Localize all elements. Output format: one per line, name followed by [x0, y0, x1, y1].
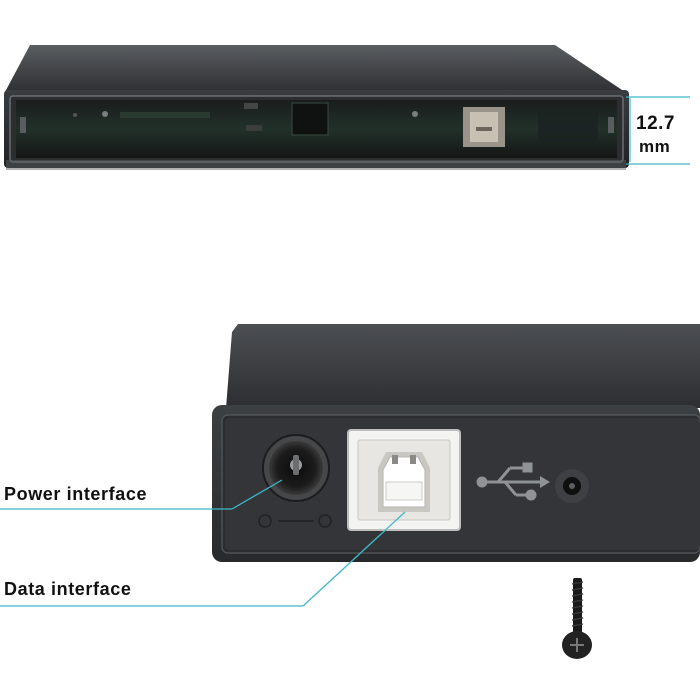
circuit-board [20, 102, 614, 147]
height-dimension-value: 12.7 [636, 113, 675, 134]
usb-b-port [347, 429, 461, 531]
data-callout-line [0, 511, 406, 607]
data-interface-label: Data interface [4, 579, 132, 599]
usb-symbol-icon [476, 462, 550, 501]
height-dimension-unit: mm [639, 137, 671, 156]
enclosure-end-view [4, 45, 629, 170]
power-callout-line [0, 479, 283, 510]
height-dimension [626, 96, 690, 165]
power-jack [258, 434, 332, 528]
power-interface-label: Power interface [4, 484, 148, 504]
screw-icon [562, 578, 592, 659]
screw-hole [555, 469, 589, 503]
